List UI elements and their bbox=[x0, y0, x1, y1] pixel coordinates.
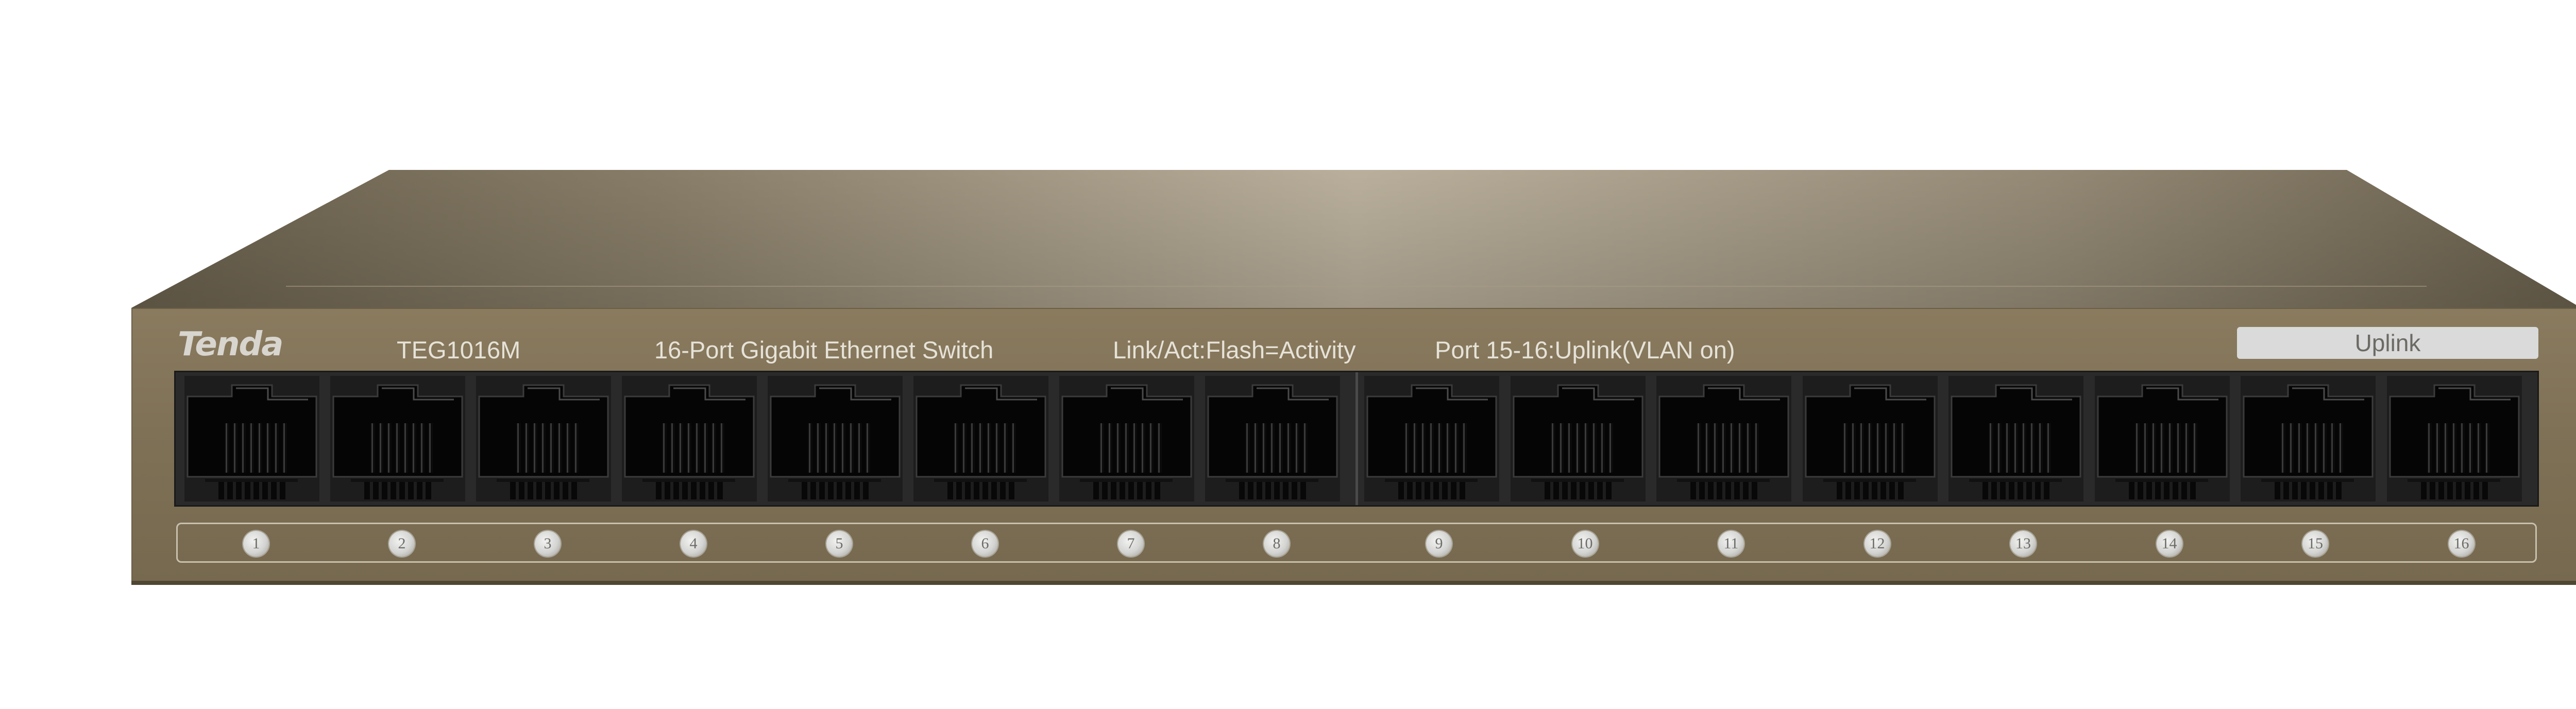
ethernet-port-6 bbox=[913, 376, 1048, 502]
ethernet-port-2 bbox=[330, 376, 465, 502]
port-led-1: 1 bbox=[243, 531, 269, 557]
port-led-11: 11 bbox=[1718, 531, 1744, 557]
ethernet-port-5 bbox=[768, 376, 903, 502]
uplink-badge: Uplink bbox=[2237, 327, 2538, 359]
model-label: TEG1016M bbox=[397, 336, 521, 364]
port-divider bbox=[1355, 372, 1358, 505]
ethernet-port-16 bbox=[2386, 376, 2522, 502]
ethernet-port-4 bbox=[622, 376, 757, 502]
ethernet-port-11 bbox=[1656, 376, 1791, 502]
brand-logo: Tenda bbox=[178, 325, 283, 364]
uplink-note-label: Port 15-16:Uplink(VLAN on) bbox=[1435, 336, 1735, 364]
port-led-14: 14 bbox=[2156, 531, 2182, 557]
led-legend-label: Link/Act:Flash=Activity bbox=[1113, 336, 1356, 364]
port-led-7: 7 bbox=[1118, 531, 1144, 557]
port-led-2: 2 bbox=[389, 531, 415, 557]
chassis-top bbox=[131, 170, 2576, 308]
port-led-13: 13 bbox=[2010, 531, 2036, 557]
ethernet-port-9 bbox=[1364, 376, 1499, 502]
ethernet-port-14 bbox=[2094, 376, 2230, 502]
port-led-8: 8 bbox=[1264, 531, 1290, 557]
ethernet-port-13 bbox=[1948, 376, 2083, 502]
ethernet-port-3 bbox=[476, 376, 611, 502]
port-led-4: 4 bbox=[681, 531, 706, 557]
port-led-12: 12 bbox=[1864, 531, 1890, 557]
port-led-3: 3 bbox=[535, 531, 561, 557]
led-strip bbox=[176, 523, 2537, 563]
ethernet-port-12 bbox=[1802, 376, 1938, 502]
description-label: 16-Port Gigabit Ethernet Switch bbox=[654, 336, 994, 364]
ethernet-port-8 bbox=[1205, 376, 1340, 502]
port-led-9: 9 bbox=[1426, 531, 1452, 557]
ethernet-port-1 bbox=[184, 376, 319, 502]
port-led-6: 6 bbox=[972, 531, 998, 557]
port-led-15: 15 bbox=[2302, 531, 2328, 557]
port-led-16: 16 bbox=[2448, 531, 2475, 557]
ethernet-port-10 bbox=[1510, 376, 1646, 502]
ethernet-port-15 bbox=[2241, 376, 2376, 502]
port-led-5: 5 bbox=[826, 531, 852, 557]
chassis-base bbox=[131, 581, 2576, 585]
ethernet-port-7 bbox=[1059, 376, 1194, 502]
port-led-10: 10 bbox=[1572, 531, 1598, 557]
